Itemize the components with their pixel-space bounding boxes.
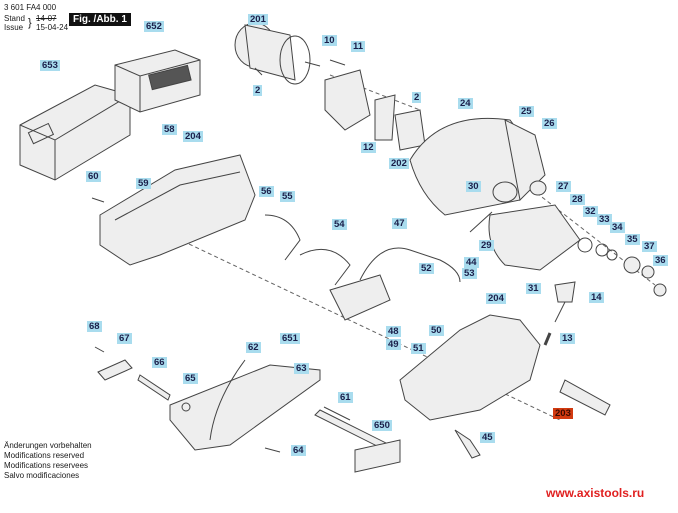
lower-guard-drawing xyxy=(488,204,581,271)
note-fr: Modifications reservees xyxy=(4,461,89,470)
gear-housing-drawing xyxy=(324,69,371,131)
part-label-58: 58 xyxy=(162,124,177,135)
part-label-53: 53 xyxy=(462,268,477,279)
part-label-30: 30 xyxy=(466,181,481,192)
part-label-56: 56 xyxy=(259,186,274,197)
part-label-44: 44 xyxy=(464,257,479,268)
part-label-204b: 204 xyxy=(486,293,506,304)
part-label-652: 652 xyxy=(144,21,164,32)
note-de: Änderungen vorbehalten xyxy=(4,441,92,450)
part-label-35: 35 xyxy=(625,234,640,245)
handle-housing-drawing xyxy=(399,314,541,421)
part-label-36: 36 xyxy=(653,255,668,266)
part-label-68: 68 xyxy=(87,321,102,332)
part-label-31: 31 xyxy=(526,283,541,294)
housing-half-drawing xyxy=(99,154,256,266)
part-label-26: 26 xyxy=(542,118,557,129)
part-label-33: 33 xyxy=(597,214,612,225)
part-label-65: 65 xyxy=(183,373,198,384)
note-es: Salvo modificaciones xyxy=(4,471,80,480)
issue-label: Issue xyxy=(4,23,24,32)
part-label-27: 27 xyxy=(556,181,571,192)
part-label-64: 64 xyxy=(291,445,306,456)
part-label-29: 29 xyxy=(479,240,494,251)
watermark-url: www.axistools.ru xyxy=(546,486,645,500)
battery-drawing xyxy=(114,49,201,113)
notes: Änderungen vorbehalten Modifications res… xyxy=(4,441,92,481)
part-label-37: 37 xyxy=(642,241,657,252)
figure-title: Fig. /Abb. 1 xyxy=(69,13,131,26)
old-date: 14-07 xyxy=(36,14,57,23)
part-label-62: 62 xyxy=(246,342,261,353)
stand-label: Stand xyxy=(4,14,25,23)
part-label-67: 67 xyxy=(117,333,132,344)
part-label-66: 66 xyxy=(152,357,167,368)
part-number: 3 601 FA4 000 xyxy=(4,3,57,12)
part-label-650: 650 xyxy=(372,420,392,431)
motor-drawing xyxy=(234,22,321,85)
part-203-drawing xyxy=(559,379,611,416)
charger-drawing xyxy=(19,84,131,181)
part-label-203: 203 xyxy=(553,408,573,419)
part-label-34: 34 xyxy=(610,222,625,233)
part-label-32: 32 xyxy=(583,206,598,217)
part-label-14: 14 xyxy=(589,292,604,303)
part-label-10: 10 xyxy=(322,35,337,46)
part-label-651: 651 xyxy=(280,333,300,344)
part-label-51: 51 xyxy=(411,343,426,354)
issue-date: 15-04-24 xyxy=(36,23,69,32)
part-label-60: 60 xyxy=(86,171,101,182)
part-label-24: 24 xyxy=(458,98,473,109)
part-label-204: 204 xyxy=(183,131,203,142)
part-label-13: 13 xyxy=(560,333,575,344)
part-label-2b: 2 xyxy=(412,92,422,103)
part-label-55: 55 xyxy=(280,191,295,202)
part-label-202: 202 xyxy=(389,158,409,169)
part-label-63: 63 xyxy=(294,363,309,374)
part-label-54: 54 xyxy=(332,219,347,230)
note-en: Modifications reserved xyxy=(4,451,85,460)
part-label-12: 12 xyxy=(361,142,376,153)
part-label-201: 201 xyxy=(248,14,268,25)
part-label-48: 48 xyxy=(386,326,401,337)
part-label-59: 59 xyxy=(136,178,151,189)
part-label-49: 49 xyxy=(386,339,401,350)
base-plate-drawing xyxy=(169,364,321,451)
part-label-2: 2 xyxy=(253,85,263,96)
part-label-11: 11 xyxy=(351,41,366,52)
part-label-52: 52 xyxy=(419,263,434,274)
part-label-45: 45 xyxy=(480,432,495,443)
part-label-50: 50 xyxy=(429,325,444,336)
part-label-47: 47 xyxy=(392,218,407,229)
part-label-25: 25 xyxy=(519,106,534,117)
part-label-28: 28 xyxy=(570,194,585,205)
part-label-61: 61 xyxy=(338,392,353,403)
part-label-653: 653 xyxy=(40,60,60,71)
